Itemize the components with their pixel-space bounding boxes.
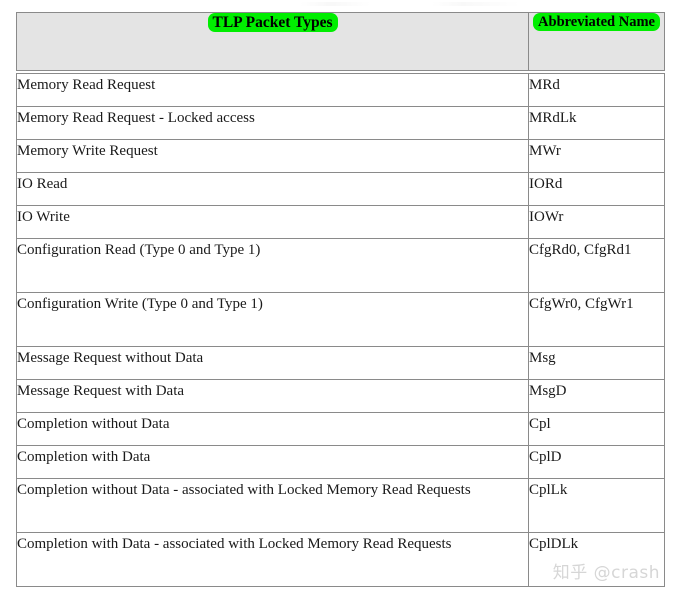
table-header-row: TLP Packet Types Abbreviated Name [16, 12, 665, 71]
cell-packet-type: IO Read [16, 172, 529, 206]
tlp-packet-types-table: TLP Packet Types Abbreviated Name Memory… [16, 12, 665, 587]
table-header: TLP Packet Types Abbreviated Name [16, 12, 665, 74]
header-double-rule [16, 70, 665, 74]
cell-packet-type: Completion with Data [16, 445, 529, 479]
cell-packet-type: Memory Read Request - Locked access [16, 106, 529, 140]
table-row: Completion with Data - associated with L… [16, 532, 665, 587]
cell-packet-type: Completion without Data [16, 412, 529, 446]
cell-packet-type: Completion with Data - associated with L… [16, 532, 529, 587]
cell-abbreviated-name: Cpl [528, 412, 665, 446]
page-top-artifact [300, 2, 520, 6]
cell-packet-type: Memory Write Request [16, 139, 529, 173]
cell-abbreviated-name: IORd [528, 172, 665, 206]
cell-abbreviated-name: CplD [528, 445, 665, 479]
cell-abbreviated-name: IOWr [528, 205, 665, 239]
column-header-packet-types-label: TLP Packet Types [207, 13, 338, 32]
tlp-packet-types-table-container: TLP Packet Types Abbreviated Name Memory… [16, 12, 665, 587]
cell-abbreviated-name: CplLk [528, 478, 665, 533]
cell-abbreviated-name: CfgWr0, CfgWr1 [528, 292, 665, 347]
cell-packet-type: Configuration Read (Type 0 and Type 1) [16, 238, 529, 293]
cell-abbreviated-name: CplDLk [528, 532, 665, 587]
cell-abbreviated-name: MWr [528, 139, 665, 173]
cell-abbreviated-name: MsgD [528, 379, 665, 413]
table-row: Configuration Read (Type 0 and Type 1)Cf… [16, 238, 665, 293]
cell-abbreviated-name: Msg [528, 346, 665, 380]
table-row: Completion without Data - associated wit… [16, 478, 665, 533]
column-header-packet-types: TLP Packet Types [16, 12, 529, 71]
cell-abbreviated-name: MRd [528, 73, 665, 107]
column-header-abbreviated-name: Abbreviated Name [528, 12, 665, 71]
cell-abbreviated-name: MRdLk [528, 106, 665, 140]
cell-packet-type: Message Request without Data [16, 346, 529, 380]
cell-packet-type: Message Request with Data [16, 379, 529, 413]
cell-packet-type: Memory Read Request [16, 73, 529, 107]
cell-packet-type: Configuration Write (Type 0 and Type 1) [16, 292, 529, 347]
header-rule-right [528, 70, 665, 74]
table-row: Configuration Write (Type 0 and Type 1)C… [16, 292, 665, 347]
header-rule-left [16, 70, 529, 74]
cell-abbreviated-name: CfgRd0, CfgRd1 [528, 238, 665, 293]
cell-packet-type: Completion without Data - associated wit… [16, 478, 529, 533]
cell-packet-type: IO Write [16, 205, 529, 239]
column-header-abbreviated-name-label: Abbreviated Name [533, 13, 660, 31]
